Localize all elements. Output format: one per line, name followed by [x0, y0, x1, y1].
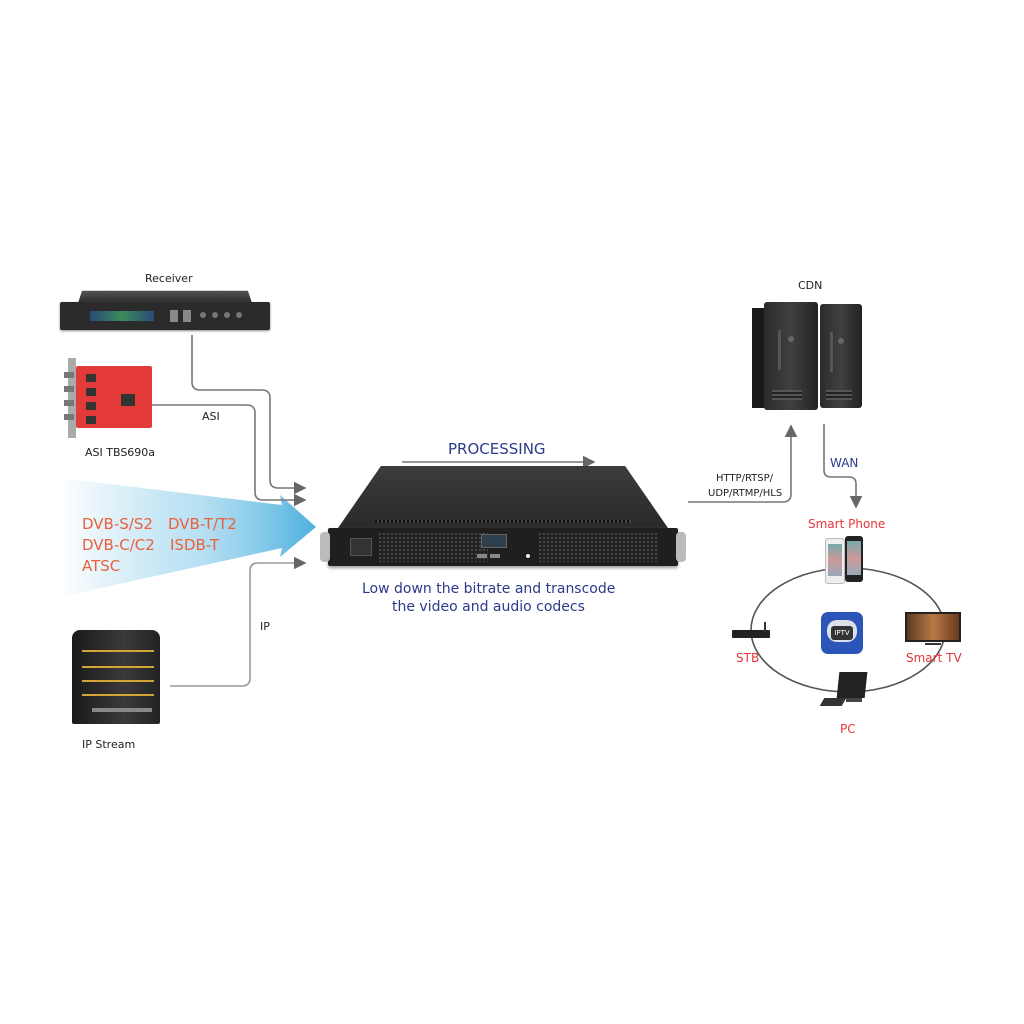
protocols-line1: HTTP/RTSP/: [716, 473, 774, 484]
wan-label: WAN: [830, 456, 859, 470]
ip-stream-server-image: [72, 630, 162, 728]
broadcast-arrow: [60, 478, 316, 597]
asi-card-label: ASI TBS690a: [85, 446, 156, 459]
asi-line: [150, 404, 307, 507]
asi-link-label: ASI: [202, 410, 220, 423]
iptv-app-icon[interactable]: IPTV: [821, 612, 863, 654]
receiver-line: [191, 335, 307, 495]
pc-icon: [819, 672, 868, 714]
transcoder-device: [320, 466, 686, 576]
standard-dvb-c: DVB-C/C2: [82, 536, 155, 554]
standard-dvb-t: DVB-T/T2: [168, 515, 237, 533]
receiver-device: [60, 290, 270, 332]
iptv-badge-text: IPTV: [831, 626, 853, 640]
smart-tv-icon: [905, 612, 961, 648]
standard-isdb-t: ISDB-T: [170, 536, 219, 554]
stb-icon: [732, 622, 776, 642]
smart-phone-icon: [825, 536, 865, 584]
stb-label: STB: [736, 651, 760, 665]
protocols-line2: UDP/RTMP/HLS: [708, 488, 783, 499]
wan-line: [823, 424, 863, 509]
receiver-label: Receiver: [145, 272, 193, 285]
processor-caption-line2: the video and audio codecs: [392, 599, 585, 615]
standard-dvb-s: DVB-S/S2: [82, 515, 153, 533]
smart-phone-label: Smart Phone: [808, 517, 886, 531]
ip-stream-label: IP Stream: [82, 738, 136, 751]
ip-link-label: IP: [260, 620, 270, 633]
cdn-label: CDN: [798, 279, 823, 292]
standard-atsc: ATSC: [82, 557, 121, 575]
processor-caption-line1: Low down the bitrate and transcode: [362, 581, 616, 597]
smart-tv-label: Smart TV: [906, 651, 962, 665]
cdn-uplink-line: [688, 424, 798, 503]
ip-line: [170, 556, 307, 687]
asi-card-image: [64, 358, 152, 438]
cdn-servers-image: [752, 300, 864, 412]
processing-heading: PROCESSING: [448, 440, 546, 458]
pc-label: PC: [840, 722, 856, 736]
